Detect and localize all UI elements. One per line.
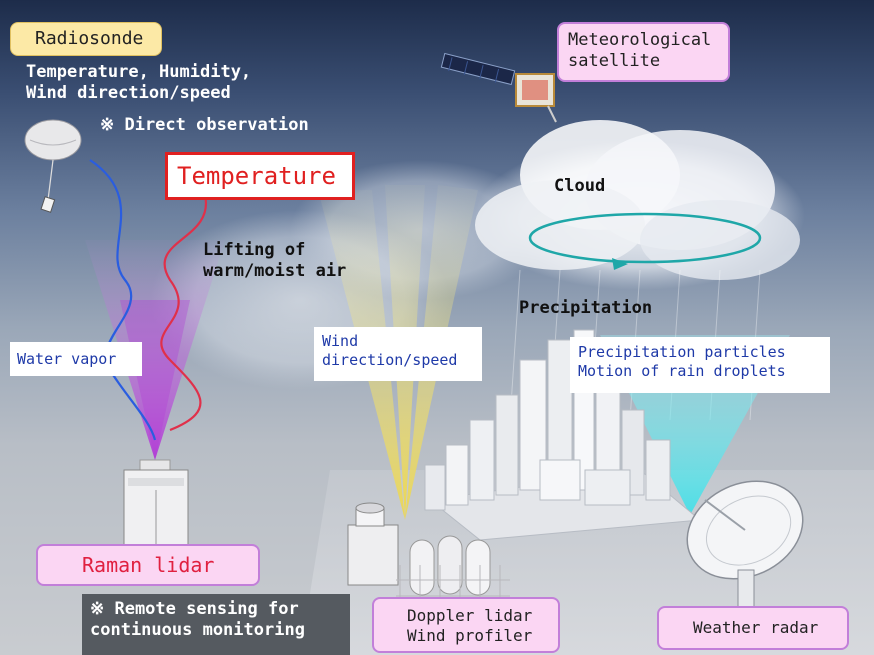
doppler-lidar-label: Doppler lidar Wind profiler: [372, 597, 560, 653]
precipitation-label: Precipitation: [519, 298, 653, 318]
vapor-beam-core: [120, 300, 190, 460]
remote-sensing-note: ※ Remote sensing for continuous monitori…: [82, 594, 350, 655]
circulation-arrow: [528, 212, 762, 264]
doppler-lidar-icon: [347, 502, 399, 586]
satellite-icon: [440, 52, 557, 123]
weather-radar-label: Weather radar: [657, 606, 849, 650]
radiosonde-observations: Temperature, Humidity, Wind direction/sp…: [26, 62, 252, 104]
water-vapor-label: Water vapor: [10, 342, 142, 376]
temperature-profile-line: [160, 194, 208, 432]
direct-observation-note: ※ Direct observation: [100, 115, 309, 135]
wind-profiler-icon: [396, 535, 510, 600]
cloud-icon: [475, 120, 805, 290]
wind-label: Wind direction/speed: [314, 327, 482, 381]
radiosonde-label: Radiosonde: [10, 22, 162, 56]
satellite-label: Meteorological satellite: [557, 22, 730, 82]
arrow-head-icon: [612, 258, 628, 270]
raman-lidar-label: Raman lidar: [36, 544, 260, 586]
city-buildings-icon: [424, 329, 702, 541]
temperature-label: Temperature: [165, 152, 355, 200]
radiosonde-balloon-icon: [24, 119, 82, 213]
humidity-profile-line: [89, 159, 157, 441]
cloud-label: Cloud: [554, 176, 606, 196]
radar-dish-icon: [686, 480, 804, 619]
precipitation-particles-label: Precipitation particles Motion of rain d…: [570, 337, 830, 393]
lifting-air-label: Lifting of warm/moist air: [203, 240, 347, 282]
vapor-beam: [85, 240, 225, 460]
lidar-building-icon: [123, 459, 189, 551]
